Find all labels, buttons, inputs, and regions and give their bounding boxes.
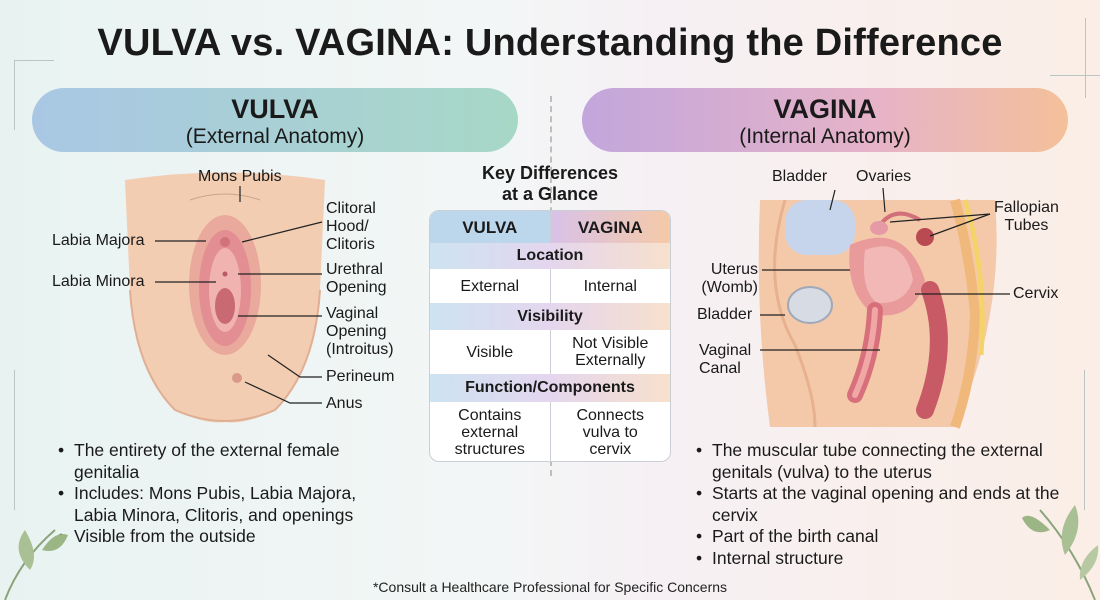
- list-item: Part of the birth canal: [696, 526, 1076, 548]
- key-differences-table: VULVA VAGINA Location External Internal …: [429, 210, 671, 462]
- section-location: Location: [430, 243, 670, 269]
- leaf-decoration-left: [4, 529, 68, 600]
- label-vaginal-canal: Vaginal Canal: [699, 342, 752, 377]
- section-visibility: Visibility: [430, 303, 670, 330]
- label-labia-minora: Labia Minora: [52, 273, 145, 290]
- label-mons-pubis: Mons Pubis: [198, 168, 282, 185]
- list-item: Visible from the outside: [58, 526, 388, 548]
- vagina-heading: VAGINA: [773, 94, 877, 124]
- list-item: The entirety of the external female geni…: [58, 440, 388, 483]
- label-fallopian-tubes: Fallopian Tubes: [994, 199, 1059, 234]
- label-ovaries: Ovaries: [856, 168, 912, 185]
- footnote: *Consult a Healthcare Professional for S…: [372, 579, 728, 595]
- vulva-subheading: (External Anatomy): [185, 125, 365, 148]
- vulva-bullet-list: The entirety of the external female geni…: [58, 440, 388, 548]
- vulva-illustration: [125, 172, 325, 423]
- label-vaginal-opening: Vaginal Opening (Introitus): [326, 305, 394, 358]
- key-differences-title: Key Differences at a Glance: [481, 163, 619, 204]
- list-item: Starts at the vaginal opening and ends a…: [696, 483, 1076, 526]
- list-item: The muscular tube connecting the externa…: [696, 440, 1076, 483]
- label-urethral-opening: Urethral Opening: [326, 261, 387, 296]
- label-perineum: Perineum: [326, 368, 395, 385]
- label-uterus: Uterus (Womb): [701, 261, 758, 296]
- label-bladder: Bladder: [697, 306, 753, 323]
- page-title: VULVA vs. VAGINA: Understanding the Diff…: [97, 22, 1003, 64]
- table-row: External Internal: [430, 269, 670, 303]
- label-cervix: Cervix: [1013, 285, 1059, 302]
- vagina-leader-lines: [760, 187, 1010, 351]
- vulva-heading: VULVA: [231, 94, 319, 124]
- leaf-decoration-right: [1022, 505, 1099, 600]
- col-header-vulva: VULVA: [430, 211, 550, 243]
- side-line: [14, 370, 15, 510]
- vagina-subheading: (Internal Anatomy): [739, 125, 911, 148]
- list-item: Internal structure: [696, 548, 1076, 570]
- corner-line: [1085, 18, 1086, 98]
- vulva-leader-lines: [155, 186, 323, 404]
- table-row: Visible Not Visible Externally: [430, 330, 670, 374]
- label-anus: Anus: [326, 395, 363, 412]
- label-clitoral-hood: Clitoral Hood/ Clitoris: [326, 200, 376, 253]
- section-function: Function/Components: [430, 374, 670, 402]
- corner-line: [14, 60, 15, 130]
- vulva-header: VULVA (External Anatomy): [32, 88, 518, 152]
- corner-line: [14, 60, 54, 61]
- table-header-row: VULVA VAGINA: [430, 211, 670, 243]
- list-item: Includes: Mons Pubis, Labia Majora, Labi…: [58, 483, 388, 526]
- col-header-vagina: VAGINA: [549, 211, 670, 243]
- label-bladder-top: Bladder: [772, 168, 828, 185]
- vagina-header: VAGINA (Internal Anatomy): [582, 88, 1068, 152]
- label-labia-majora: Labia Majora: [52, 232, 145, 249]
- vagina-bullet-list: The muscular tube connecting the externa…: [696, 440, 1076, 569]
- table-row: Contains external structures Connects vu…: [430, 402, 670, 461]
- vagina-illustration: [758, 198, 997, 429]
- side-line: [1084, 370, 1085, 510]
- corner-line: [1050, 75, 1100, 76]
